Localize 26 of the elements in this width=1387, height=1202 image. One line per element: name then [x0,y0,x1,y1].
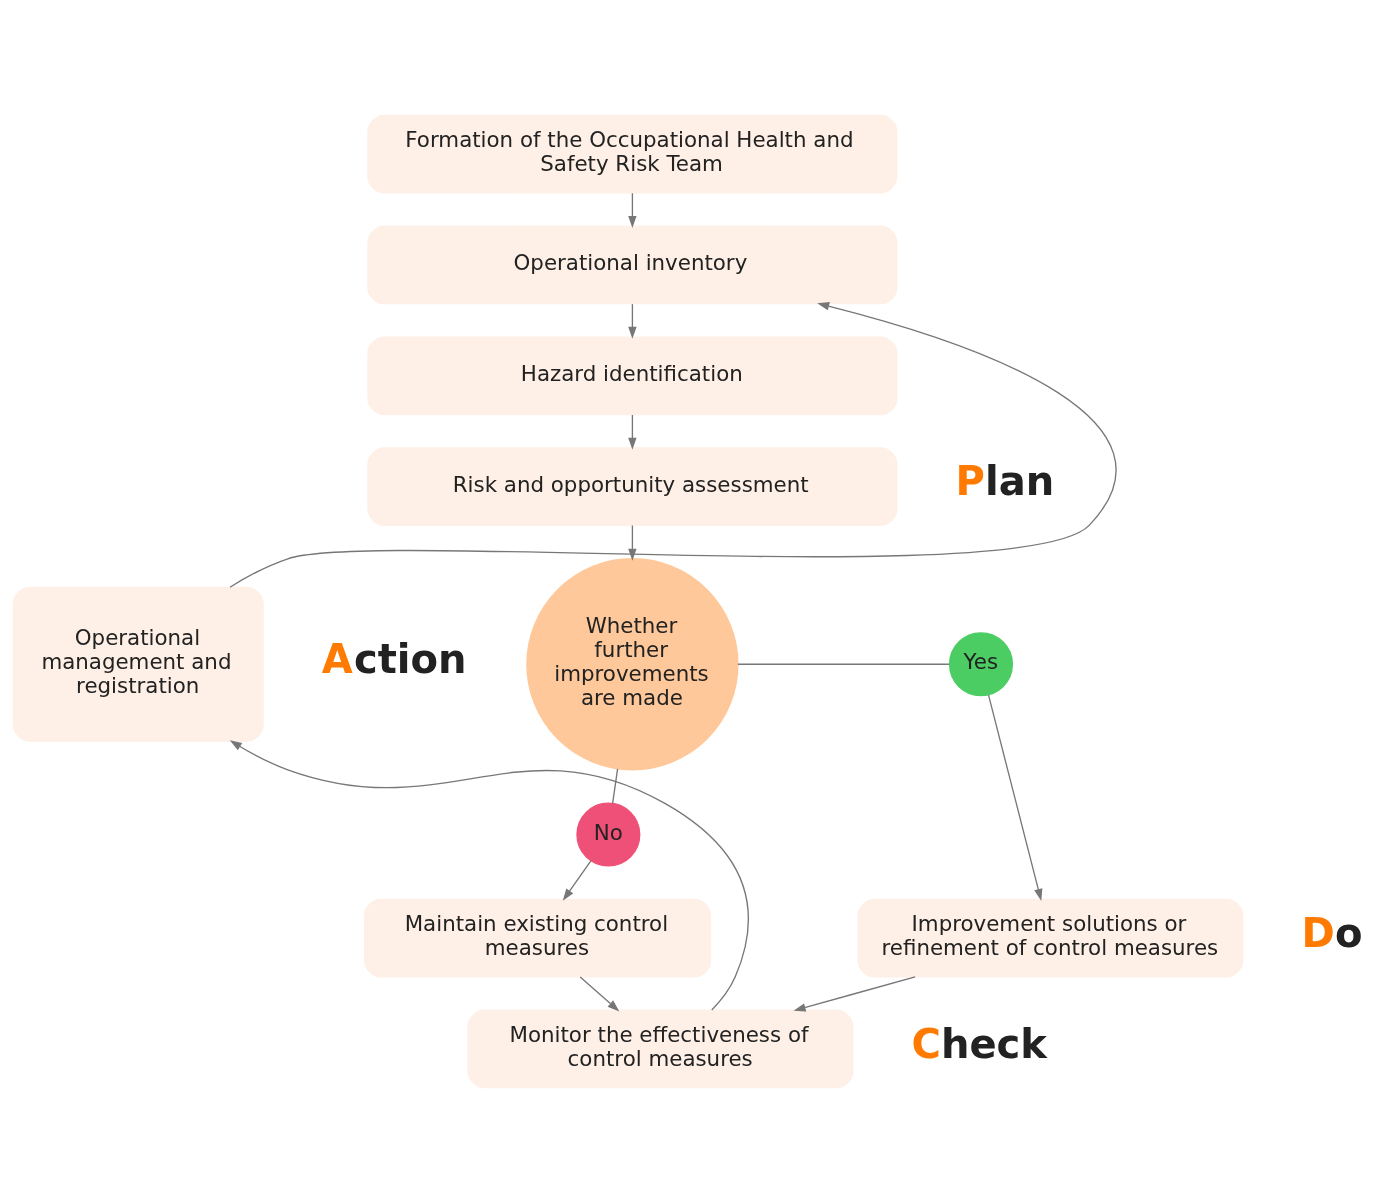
node-label: Action [321,635,467,682]
node-label: Do [1301,909,1363,956]
arrow [793,975,916,1011]
arrow [579,975,620,1011]
node-circle: Whether further improvements are made [526,557,739,770]
node-box: Operational inventory [367,225,898,304]
arrow [229,739,749,1011]
connector [612,767,619,804]
node-label: Plan [955,457,1055,504]
arrow [628,302,637,339]
node-label: Check [911,1020,1047,1067]
arrow [229,301,1117,588]
node-circle: Yes [948,631,1014,696]
node-box: Improvement solutions or refinement of control measures [857,898,1244,977]
arrow [562,859,592,901]
node-box: Hazard identification [367,335,898,415]
node-box: Maintain existing control measures [363,898,712,977]
node-box: Operational management and registration [12,586,264,742]
connector [737,663,950,665]
node-box: Formation of the Occupational Health and Safety Risk Team [367,114,898,193]
node-circle: No [576,802,641,867]
arrow [987,693,1043,901]
arrow [628,413,637,450]
node-box: Monitor the effectiveness of control measures [467,1009,854,1088]
arrow [628,192,637,228]
node-box: Risk and opportunity assessment [367,446,898,526]
